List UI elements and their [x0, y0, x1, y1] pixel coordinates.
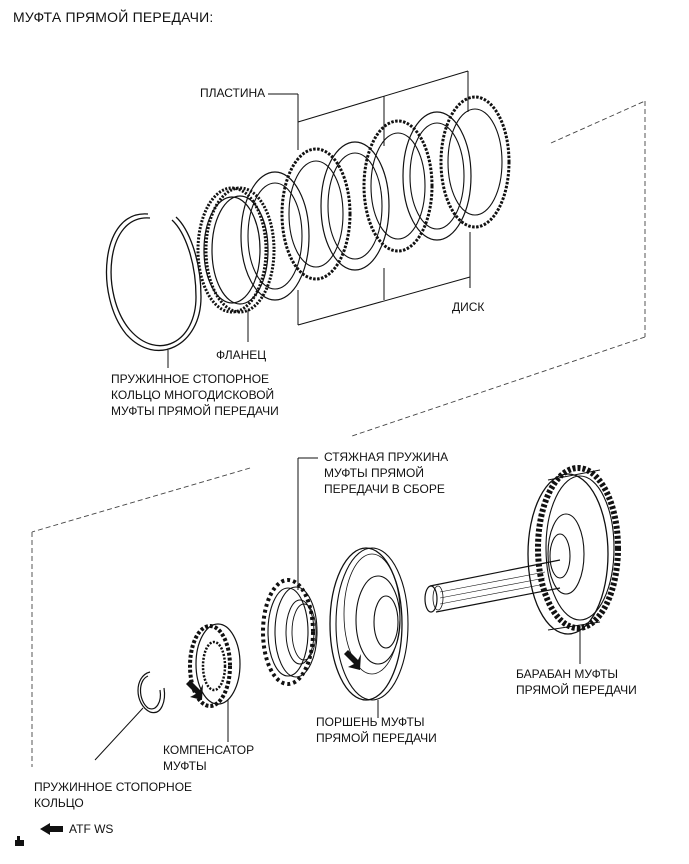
plate-stack: [240, 95, 511, 301]
legend-atf-label: ATF WS: [69, 822, 114, 836]
snap-ring-leader: [94, 707, 144, 761]
return-spring-assembly: [261, 578, 318, 686]
label-disc: ДИСК: [452, 300, 485, 314]
dashed-outline: [31, 100, 646, 767]
small-snap-ring: [137, 671, 166, 714]
label-clutch-snap-ring-line2: КОЛЬЦО МНОГОДИСКОВОЙ: [111, 388, 275, 402]
label-snap-ring-line2: КОЛЬЦО: [34, 796, 84, 810]
atf-arrow-compensator: [186, 680, 203, 700]
label-return-spring-line3: ПЕРЕДАЧИ В СБОРЕ: [324, 482, 445, 496]
label-return-spring-line2: МУФТЫ ПРЯМОЙ: [324, 466, 424, 480]
label-flange: ФЛАНЕЦ: [216, 348, 267, 362]
label-return-spring-line1: СТЯЖНАЯ ПРУЖИНА: [324, 450, 449, 464]
atf-arrow-piston: [344, 650, 361, 670]
label-piston-line2: ПРЯМОЙ ПЕРЕДАЧИ: [316, 731, 437, 745]
label-compensator-line2: МУФТЫ: [163, 759, 207, 773]
piston: [329, 547, 409, 701]
flange: [196, 186, 276, 314]
upper-leader-lines: [167, 70, 471, 368]
label-drum-line2: ПРЯМОЙ ПЕРЕДАЧИ: [516, 683, 637, 697]
compensator: [188, 623, 241, 708]
label-drum-line1: БАРАБАН МУФТЫ: [516, 667, 619, 681]
label-clutch-snap-ring-line3: МУФТЫ ПРЯМОЙ ПЕРЕДАЧИ: [111, 404, 279, 418]
label-clutch-snap-ring-line1: ПРУЖИННОЕ СТОПОРНОЕ: [111, 372, 270, 386]
label-compensator-line1: КОМПЕНСАТОР: [163, 743, 255, 757]
label-snap-ring-line1: ПРУЖИННОЕ СТОПОРНОЕ: [34, 780, 193, 794]
legend-arrow-icon: [40, 823, 63, 835]
drum-assembly: [424, 465, 621, 635]
clutch-snap-ring: [105, 213, 202, 351]
label-piston-line1: ПОРШЕНЬ МУФТЫ: [316, 715, 425, 729]
label-plate: ПЛАСТИНА: [200, 86, 266, 100]
legend-oil-can-icon: [15, 836, 24, 846]
diagram-title: МУФТА ПРЯМОЙ ПЕРЕДАЧИ:: [13, 9, 214, 25]
